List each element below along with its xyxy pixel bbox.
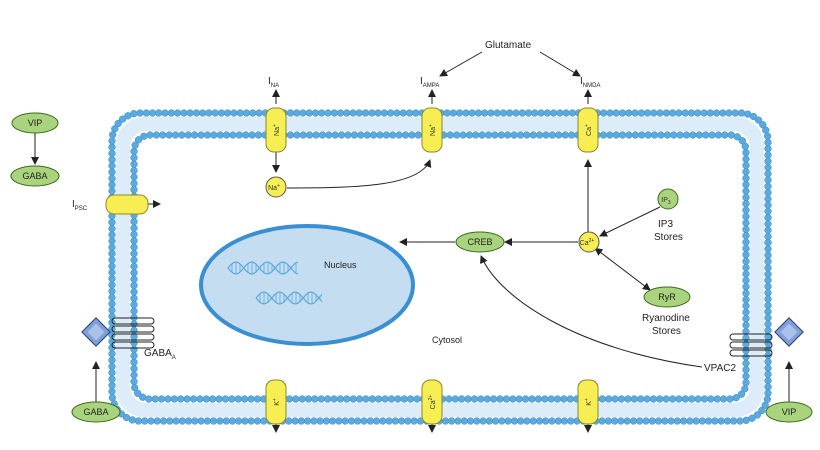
- channel-ampa-label: Na: [430, 127, 437, 136]
- i-na-label: INA: [268, 76, 279, 89]
- channel-psc: [105, 194, 149, 215]
- node-vip-bottom: VIP: [765, 401, 813, 423]
- svg-text:Na+: Na+: [268, 183, 280, 192]
- channel-nmda-sup: +: [584, 124, 590, 127]
- channel-na-top-sup: +: [272, 124, 278, 127]
- cytosol-label: Cytosol: [432, 335, 462, 345]
- channel-ampa: Na+: [421, 107, 443, 153]
- vpac2-label: VPAC2: [704, 363, 736, 374]
- ryanodine-stores-line2: Stores: [652, 326, 681, 337]
- i-ampa-base: I: [420, 76, 423, 87]
- arrow-glutamate-ampa: [439, 51, 483, 77]
- channel-k-left-label: K: [274, 401, 281, 406]
- gaba-a-base: GABA: [144, 348, 172, 359]
- node-ryr-label: RyR: [658, 292, 676, 302]
- i-na-base: I: [268, 76, 271, 87]
- arrow-ca-ryr: [594, 247, 651, 291]
- ion-na-sup: +: [277, 183, 280, 189]
- i-ampa-sub: AMPA: [423, 83, 440, 89]
- dna-strands: [227, 261, 323, 305]
- svg-text:Na+: Na+: [428, 124, 437, 136]
- channel-k-right: K+: [577, 379, 599, 425]
- svg-text:Na+: Na+: [272, 124, 281, 136]
- channel-ca-bottom-label: Ca: [430, 400, 437, 409]
- channel-k-left-sup: +: [272, 398, 278, 401]
- ion-ip3-sub: 3: [668, 200, 671, 206]
- node-gaba-top-label: GABA: [22, 171, 47, 181]
- i-na-sub: NA: [271, 83, 279, 89]
- node-vip-bottom-label: VIP: [782, 407, 797, 417]
- ryanodine-stores-line1: Ryanodine: [642, 313, 690, 324]
- ion-na: Na+: [265, 176, 287, 198]
- node-creb: CREB: [455, 231, 505, 253]
- channel-k-right-label: K: [586, 401, 593, 406]
- arrow-ip3-to-ca: [599, 206, 661, 237]
- svg-text:Ca2+: Ca2+: [580, 238, 595, 247]
- gaba-a-label: GABAA: [144, 348, 176, 361]
- glutamate-label: Glutamate: [485, 40, 532, 51]
- channel-k-right-sup: +: [584, 398, 590, 401]
- i-psc-sub: PSC: [75, 206, 88, 212]
- ion-ca-sup: 2+: [589, 238, 595, 244]
- arrow-glutamate-nmda: [539, 51, 581, 77]
- node-vip-top: VIP: [11, 112, 59, 134]
- i-nmda-sub: NMDA: [583, 83, 601, 89]
- svg-text:K+: K+: [272, 398, 281, 406]
- ip3-stores-line2: Stores: [654, 232, 683, 243]
- ion-na-label: Na: [268, 185, 277, 192]
- arrow-na-to-ampa: [286, 159, 432, 189]
- arrow-vpac2-to-creb: [480, 255, 703, 368]
- gaba-a-sub: A: [172, 355, 176, 361]
- i-nmda-base: I: [580, 76, 583, 87]
- channel-ca-bottom-sup: 2+: [428, 395, 434, 401]
- channel-k-left: K+: [265, 379, 287, 425]
- channel-na-top: Na+: [265, 107, 287, 153]
- svg-text:Ca+: Ca+: [584, 124, 593, 136]
- ion-ca: Ca2+: [578, 231, 600, 253]
- channel-nmda-label: Ca: [586, 127, 593, 136]
- node-gaba-bottom-label: GABA: [83, 407, 108, 417]
- channel-na-top-label: Na: [274, 127, 281, 136]
- gaba-a-receptor: [81, 317, 155, 349]
- svg-text:K+: K+: [584, 398, 593, 406]
- channel-ampa-sup: +: [428, 124, 434, 127]
- ip3-stores-line1: IP3: [658, 219, 673, 230]
- ion-ip3: IP3: [657, 188, 679, 210]
- node-gaba-top: GABA: [10, 165, 60, 187]
- node-ryr: RyR: [643, 286, 691, 308]
- nucleus: Nucleus: [199, 224, 415, 346]
- ion-ip3-label: IP: [661, 197, 668, 204]
- i-psc-base: I: [72, 199, 75, 210]
- channel-ca-bottom: Ca2+: [421, 379, 443, 425]
- nucleus-label: Nucleus: [324, 260, 357, 270]
- i-ampa-label: IAMPA: [420, 76, 439, 89]
- ion-ca-label: Ca: [580, 240, 589, 247]
- i-nmda-label: INMDA: [580, 76, 600, 89]
- node-gaba-bottom: GABA: [71, 401, 121, 423]
- node-creb-label: CREB: [467, 237, 492, 247]
- i-psc-label: IPSC: [72, 199, 88, 212]
- channel-nmda: Ca+: [577, 107, 599, 153]
- svg-text:Ca2+: Ca2+: [428, 395, 437, 410]
- vpac2-receptor: [729, 317, 804, 357]
- node-vip-top-label: VIP: [28, 118, 43, 128]
- svg-text:IP3: IP3: [661, 197, 671, 206]
